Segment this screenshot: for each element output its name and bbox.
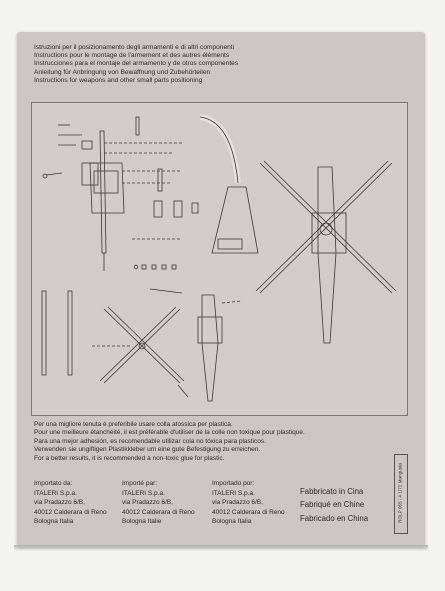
importer-company: ITALERI S.p.a. xyxy=(212,489,255,497)
tail-rotor-x xyxy=(92,306,185,384)
weapon-parts-group xyxy=(42,124,99,186)
sheet-shadow xyxy=(14,545,428,551)
header-line-italian: Istruzioni per il posizionamento degli a… xyxy=(34,44,235,51)
product-code-box xyxy=(394,454,408,534)
instructions-header: Istruzioni per il posizionamento degli a… xyxy=(34,44,364,85)
note-french: Pour une meilleure étanchéité, il est pr… xyxy=(34,429,305,437)
made-in-spanish: Fabricado en China xyxy=(300,513,369,523)
importer-city: Bologna Italia xyxy=(34,518,74,526)
importer-company: ITALERI S.p.a. xyxy=(34,489,77,497)
importer-postal: 40012 Calderara di Reno xyxy=(212,508,285,516)
importer-city: Bologna Italia xyxy=(212,518,252,526)
importer-company: ITALERI S.p.a. xyxy=(122,489,165,497)
importer-postal: 40012 Calderara di Reno xyxy=(122,508,195,516)
note-german: Verwenden sie ungiftigen Plastikkleber u… xyxy=(34,446,261,454)
helicopter-top-view xyxy=(255,160,397,344)
rotor-blades xyxy=(41,290,73,376)
importer-street: via Pradazzo 6/B, xyxy=(212,499,263,507)
importer-label: Importado por: xyxy=(212,480,255,487)
header-line-english: Instructions for weapons and other small… xyxy=(34,76,203,84)
note-spanish: Para una mejor adhesión, es recomendable… xyxy=(34,437,266,445)
helicopter-side-view xyxy=(89,130,182,271)
made-in-french: Fabriqué en Chine xyxy=(300,500,365,510)
importer-street: via Pradazzo 6/B, xyxy=(122,499,173,507)
header-line-german: Anleitung für Anbringung von Bewaffnung … xyxy=(34,68,211,76)
rocket-pods xyxy=(132,116,199,270)
helicopter-small-view xyxy=(149,288,243,402)
made-in-italian: Fabbricato in Cina xyxy=(300,487,364,496)
importer-label: Importé par: xyxy=(122,480,158,487)
importer-column-italian: Importato da: ITALERI S.p.a. via Pradazz… xyxy=(34,479,107,527)
importer-column-spanish: Importado por: ITALERI S.p.a. via Pradaz… xyxy=(212,479,285,527)
product-code: ROLP 065 - A 1/72 Mangusta xyxy=(397,463,403,523)
assembly-diagram xyxy=(31,102,408,416)
importer-street: via Pradazzo 6/B, xyxy=(34,499,85,507)
display-stand xyxy=(199,114,259,254)
made-in-china: Fabbricato in Cina Fabriqué en Chine Fab… xyxy=(300,485,390,525)
header-line-french: Instructions pour le montage de l'armeme… xyxy=(34,52,230,60)
importer-info: Importato da: ITALERI S.p.a. via Pradazz… xyxy=(34,479,294,529)
note-italian: Per una migliore tenuta è preferibile us… xyxy=(34,421,233,428)
importer-column-french: Importé par: ITALERI S.p.a. via Pradazzo… xyxy=(122,479,195,527)
importer-city: Bologna Italie xyxy=(122,518,162,526)
importer-label: Importato da: xyxy=(34,480,73,487)
glue-notes: Per una migliore tenuta è preferibile us… xyxy=(34,421,374,463)
note-english: For a better results, it is recommended … xyxy=(34,454,225,462)
header-line-spanish: Instrucciones para el montaje del armame… xyxy=(34,60,239,68)
importer-postal: 40012 Calderara di Reno xyxy=(34,508,107,516)
